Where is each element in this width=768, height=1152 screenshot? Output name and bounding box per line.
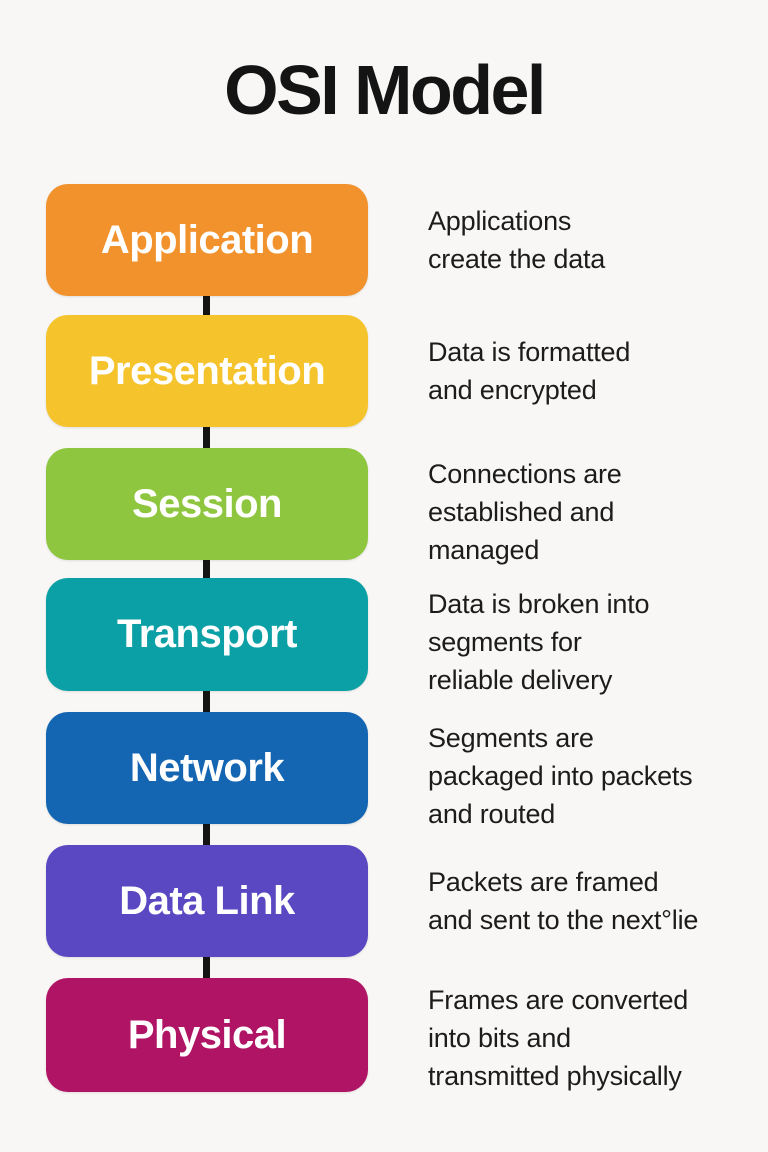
layer-desc-application: Applications create the data xyxy=(428,206,606,274)
connector-line-4 xyxy=(203,691,210,712)
connector-line-5 xyxy=(203,824,210,845)
connector-line-6 xyxy=(203,957,210,978)
layer-desc-data-link: Packets are framed and sent to the next°… xyxy=(428,867,699,935)
layer-box-network: Network xyxy=(46,712,368,824)
layer-label-physical: Physical xyxy=(127,1012,287,1057)
layer-label-transport: Transport xyxy=(117,612,297,656)
layer-box-session: Session xyxy=(46,448,368,560)
connector-line-2 xyxy=(203,427,210,448)
layer-desc-physical: Frames are converted into bits and trans… xyxy=(428,985,689,1091)
layer-label-data-link: Data Link xyxy=(119,878,295,923)
layer-box-data-link: Data Link xyxy=(46,845,368,957)
layer-label-network: Network xyxy=(129,745,285,790)
layer-box-transport: Transport xyxy=(46,578,368,691)
layer-desc-session: Connections are established and managed xyxy=(428,459,622,565)
layer-label-application: Application xyxy=(100,217,314,262)
layer-desc-transport: Data is broken into segments for reliabl… xyxy=(428,589,650,695)
layer-box-presentation: Presentation xyxy=(46,315,368,427)
connector-line-1 xyxy=(203,296,210,315)
connector-line-3 xyxy=(203,560,210,578)
layer-desc-presentation: Data is formatted and encrypted xyxy=(428,337,631,405)
layer-label-session: Session xyxy=(132,481,282,526)
layer-box-physical: Physical xyxy=(46,978,368,1092)
layer-box-application: Application xyxy=(46,184,368,296)
page-title: OSI Model xyxy=(224,51,546,129)
layer-label-presentation: Presentation xyxy=(88,348,326,393)
layer-desc-network: Segments are packaged into packets and r… xyxy=(428,723,693,829)
